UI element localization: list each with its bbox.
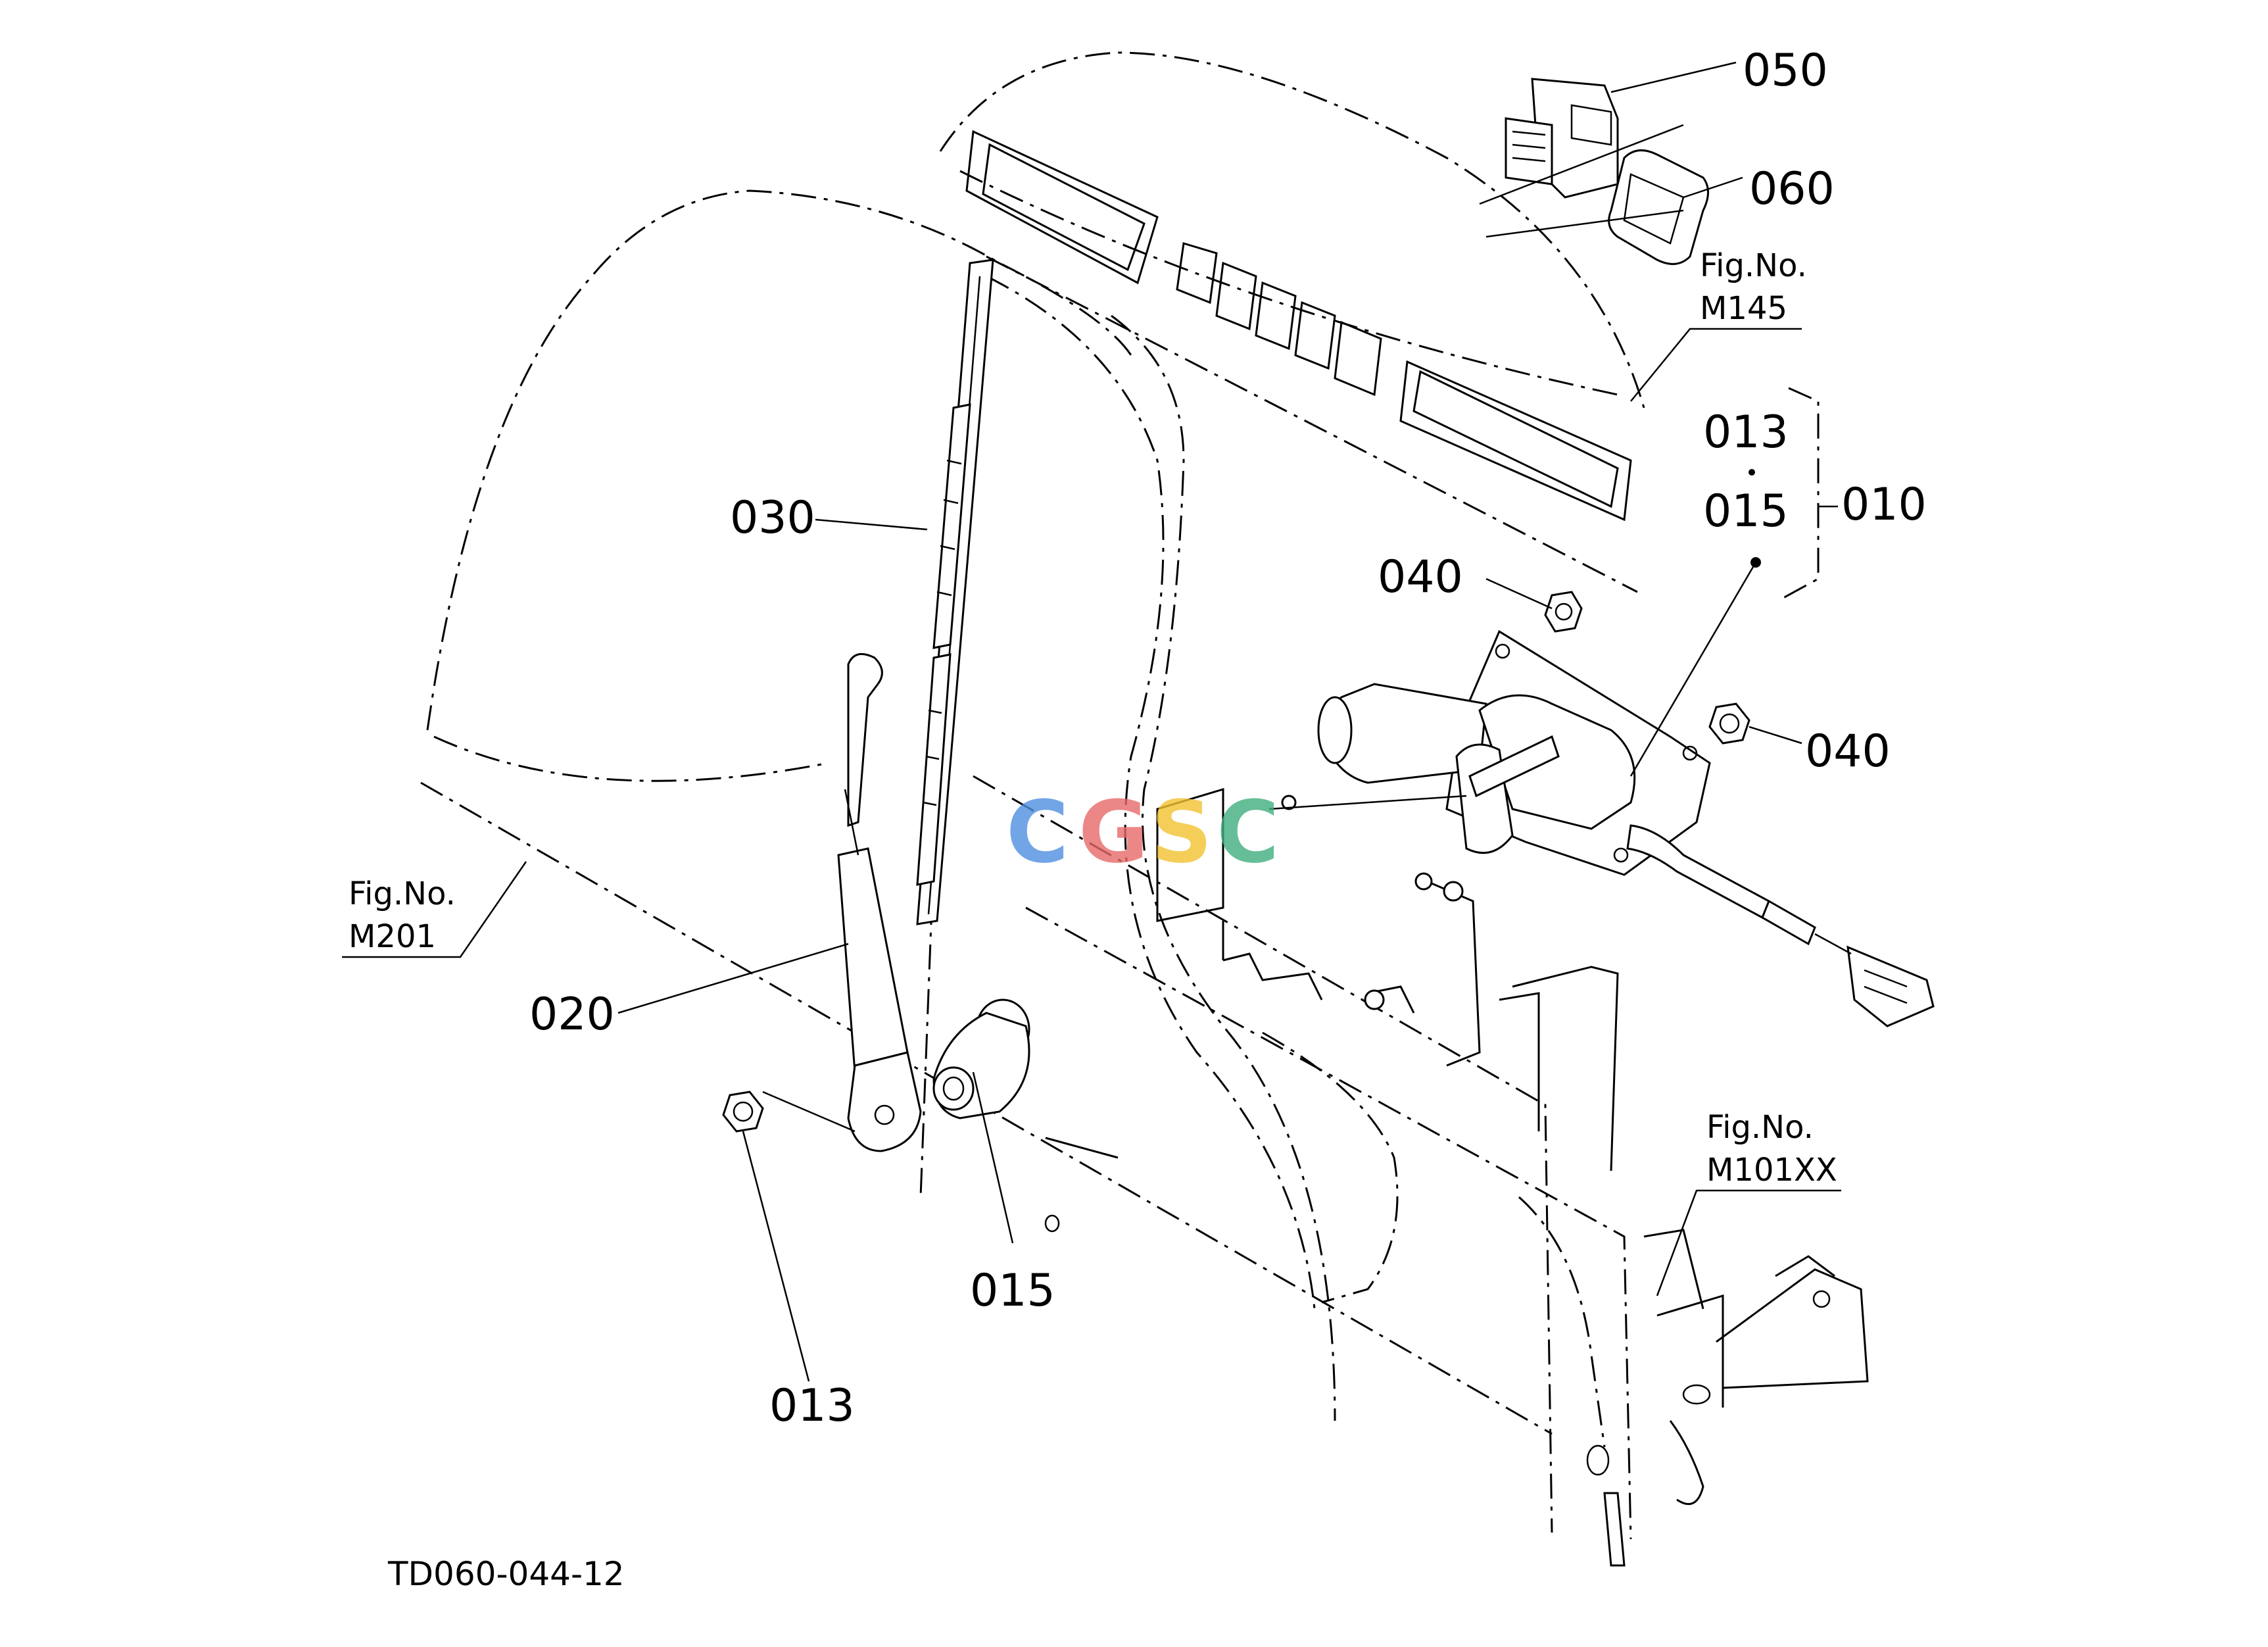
fig-ref-m145-caption: Fig.No. — [1700, 247, 1807, 284]
fig-ref-m201-number: M201 — [349, 918, 436, 955]
part-label-015-group: 015 — [1703, 485, 1789, 537]
wiper-blade — [916, 258, 994, 925]
nut-013 — [722, 1091, 856, 1133]
part-label-040-right: 040 — [1805, 725, 1891, 777]
drawing-number: TD060-044-12 — [387, 1555, 625, 1593]
leader-lines — [617, 61, 1802, 1382]
wiper-switch — [1505, 78, 1619, 199]
svg-text:S: S — [1151, 782, 1213, 882]
nut-040-right — [1708, 702, 1750, 745]
part-label-013-group: 013 — [1703, 406, 1789, 458]
part-label-030: 030 — [730, 492, 815, 544]
part-label-015: 015 — [970, 1265, 1055, 1317]
fig-ref-m201-caption: Fig.No. — [349, 875, 456, 912]
nut-040-top — [1544, 591, 1583, 633]
group-bracket — [1781, 387, 1820, 600]
watermark-logo: C G S C — [1006, 782, 1279, 882]
svg-text:C: C — [1217, 782, 1279, 882]
part-label-013: 013 — [769, 1380, 855, 1432]
cab-body-outline — [420, 51, 1645, 1540]
fig-ref-m101xx-number: M101XX — [1706, 1152, 1837, 1189]
fig-ref-m101xx-leader — [1656, 1189, 1841, 1296]
part-label-060: 060 — [1749, 163, 1835, 215]
part-label-040-top: 040 — [1378, 551, 1463, 603]
header-vents — [965, 130, 1632, 522]
part-label-050: 050 — [1743, 45, 1828, 97]
fig-ref-m101xx-caption: Fig.No. — [1706, 1109, 1814, 1146]
mounting-bracket — [1044, 787, 1869, 1567]
wiper-motor — [1268, 629, 1935, 1027]
part-label-010: 010 — [1841, 479, 1927, 531]
pivot-boot — [932, 998, 1030, 1119]
svg-text:G: G — [1078, 782, 1149, 882]
fig-ref-m145-number: M145 — [1700, 290, 1787, 327]
part-label-020: 020 — [529, 989, 615, 1041]
fig-ref-m201-leader — [342, 861, 527, 958]
switch-bezel — [1608, 149, 1709, 265]
fig-ref-m145-leader — [1630, 328, 1802, 402]
wiper-arm — [837, 652, 922, 1152]
svg-text:C: C — [1006, 782, 1069, 882]
